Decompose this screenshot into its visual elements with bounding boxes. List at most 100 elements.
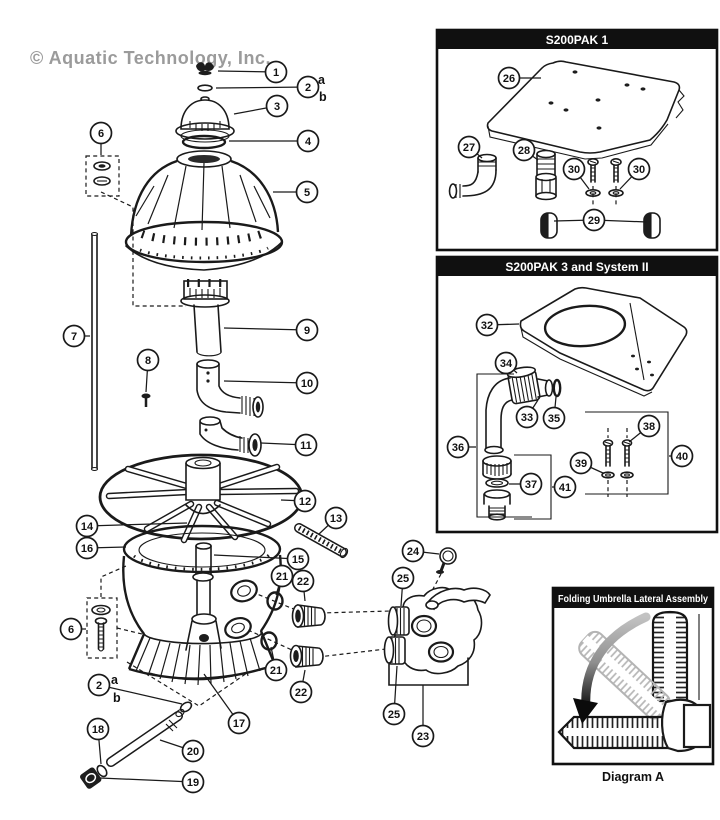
elbow-pipe-upper: [196, 359, 264, 418]
callout-30: 30: [562, 157, 590, 190]
inset-s200pak1: S200PAK 1: [435, 28, 719, 252]
callout-9: 9: [223, 318, 319, 342]
svg-text:15: 15: [292, 554, 304, 566]
inset-s200pak3-title: S200PAK 3 and System II: [505, 260, 648, 274]
svg-text:35: 35: [548, 413, 560, 425]
callout-29: 29: [553, 208, 648, 232]
union-oring: [552, 378, 562, 398]
pressure-gauge: [436, 547, 457, 574]
svg-text:8: 8: [145, 355, 151, 367]
callout-39: 39: [569, 451, 604, 475]
svg-text:10: 10: [301, 378, 313, 390]
lateral-spokes: [105, 463, 300, 544]
svg-text:2: 2: [305, 82, 311, 94]
inset-umbrella: Folding Umbrella Lateral Assembly Diagra…: [551, 586, 715, 784]
callout-25: 25: [391, 566, 415, 607]
plate-screws: [601, 428, 634, 497]
drain-oring-small: [96, 764, 108, 778]
callout-37: 37: [509, 472, 543, 496]
sub-label-a: a: [111, 673, 119, 687]
svg-text:21: 21: [270, 665, 282, 677]
folded-lateral: [557, 715, 678, 750]
callout-3: 3: [233, 94, 289, 118]
callout-6: 6: [59, 617, 86, 641]
valve-union-nut-upper: [387, 606, 410, 636]
svg-text:17: 17: [233, 718, 245, 730]
svg-text:41: 41: [559, 482, 571, 494]
svg-text:18: 18: [92, 724, 104, 736]
tank-port-lower: [224, 617, 252, 639]
callout-34: 34: [494, 351, 518, 375]
callout-1: 1: [217, 60, 288, 84]
filter-dome: [124, 150, 284, 271]
callout-24: 24: [401, 539, 440, 563]
callout-30: 30: [619, 157, 651, 190]
svg-text:28: 28: [518, 145, 530, 157]
callout-7: 7: [62, 324, 90, 348]
standpipe-strainer: [180, 279, 230, 357]
bulkhead-fitting-lower: [289, 644, 324, 668]
callout-18: 18: [86, 717, 110, 765]
lateral-hub: [661, 698, 712, 753]
sub-label-b: b: [319, 90, 327, 104]
drain-oring: [179, 701, 193, 713]
callout-36: 36: [446, 435, 476, 459]
callout-5: 5: [273, 180, 319, 204]
valve-handle: [425, 587, 491, 611]
svg-text:3: 3: [274, 101, 280, 113]
dome-ribs: [135, 162, 271, 231]
inset-s200pak1-title: S200PAK 1: [546, 33, 609, 47]
callout-20: 20: [159, 739, 205, 763]
copyright-text: © Aquatic Technology, Inc.: [30, 48, 271, 68]
callout-32: 32: [475, 313, 520, 337]
wing-nut: [196, 62, 214, 76]
callout-2: 2: [215, 75, 320, 99]
callout-40: 40: [669, 444, 694, 468]
svg-text:22: 22: [295, 687, 307, 699]
svg-text:11: 11: [300, 440, 312, 452]
fastener-kit-lower: [86, 597, 118, 659]
callout-2: 2: [87, 673, 183, 705]
svg-text:24: 24: [407, 546, 420, 558]
callout-4: 4: [229, 129, 320, 153]
tank-orings: [260, 591, 284, 651]
callout-28: 28: [512, 138, 539, 162]
callout-22: 22: [291, 569, 315, 602]
callout-38: 38: [628, 414, 661, 443]
callout-25: 25: [382, 665, 406, 726]
svg-text:6: 6: [68, 624, 74, 636]
svg-text:40: 40: [676, 451, 688, 463]
bulkhead-fitting-upper: [291, 604, 326, 628]
hose-adapter: [535, 149, 557, 201]
sub-label-a: a: [318, 73, 326, 87]
multiport-valve: [383, 586, 491, 686]
svg-text:22: 22: [297, 576, 309, 588]
mounting-screws: [585, 158, 624, 207]
svg-text:33: 33: [521, 412, 533, 424]
inset-s200pak3: S200PAK 3 and System II: [435, 255, 719, 534]
svg-text:39: 39: [575, 458, 587, 470]
svg-text:37: 37: [525, 479, 537, 491]
clamps: [540, 212, 661, 239]
sub-label-b: b: [113, 691, 121, 705]
callout-15: 15: [213, 547, 310, 571]
svg-text:34: 34: [500, 358, 513, 370]
callout-41: 41: [552, 475, 577, 499]
svg-text:29: 29: [588, 215, 600, 227]
svg-text:30: 30: [633, 164, 645, 176]
svg-text:12: 12: [299, 496, 311, 508]
callout-6: 6: [89, 121, 113, 155]
callout-35: 35: [542, 396, 566, 430]
svg-text:4: 4: [305, 136, 312, 148]
tank-body: [122, 524, 282, 651]
svg-text:21: 21: [276, 571, 288, 583]
svg-text:25: 25: [388, 709, 400, 721]
inset-umbrella-title: Folding Umbrella Lateral Assembly: [558, 593, 708, 605]
set-screw: [141, 393, 151, 407]
callout-21: 21: [270, 564, 294, 596]
internal-standpipe: [185, 542, 222, 651]
callout-13: 13: [318, 506, 348, 535]
tank-port-upper: [230, 579, 258, 603]
callout-11: 11: [260, 433, 318, 457]
